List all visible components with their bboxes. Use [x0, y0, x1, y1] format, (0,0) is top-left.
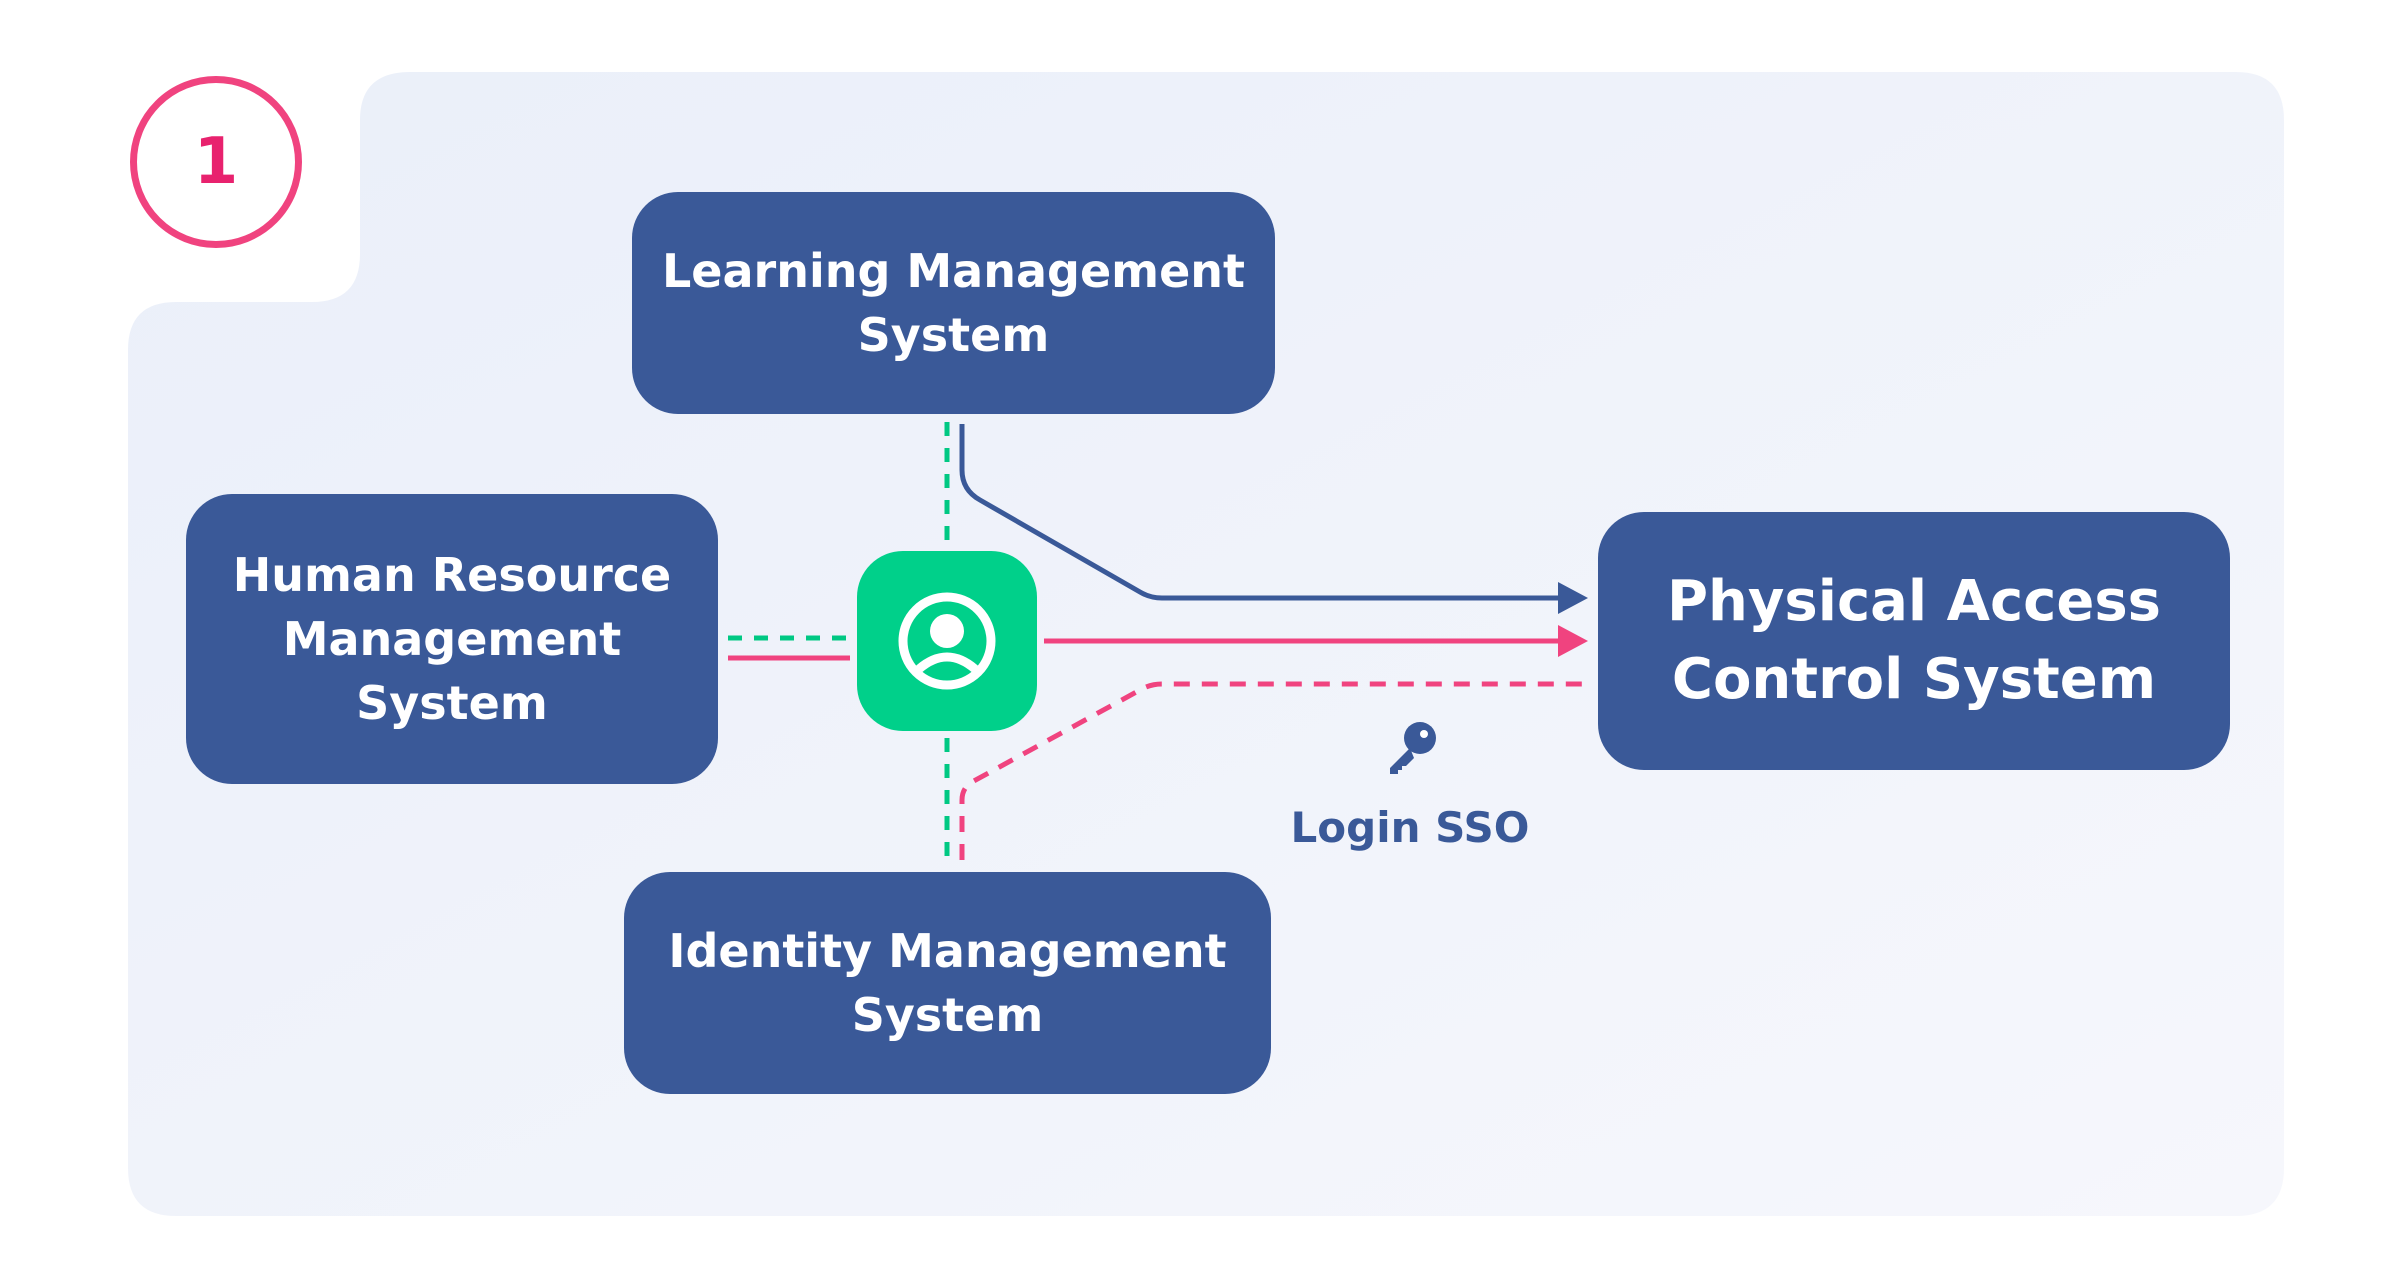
identity-management-system-node: Identity Management System	[624, 872, 1271, 1094]
user-circle-icon	[898, 592, 996, 690]
integration-hub	[857, 551, 1037, 731]
hub-pacs-arrowhead	[1558, 625, 1588, 657]
sso-dashed-connector	[959, 681, 1592, 860]
step-number-badge: 1	[130, 76, 302, 248]
human-resource-management-system-node: Human Resource Management System	[186, 494, 718, 784]
key-icon	[1390, 722, 1436, 774]
learning-management-system-node: Learning Management System	[632, 192, 1275, 414]
login-sso-label: Login SSO	[1290, 803, 1530, 852]
lms-pacs-arrow	[959, 424, 1560, 601]
physical-access-control-system-node: Physical Access Control System	[1598, 512, 2230, 770]
lms-pacs-arrowhead	[1558, 582, 1588, 614]
